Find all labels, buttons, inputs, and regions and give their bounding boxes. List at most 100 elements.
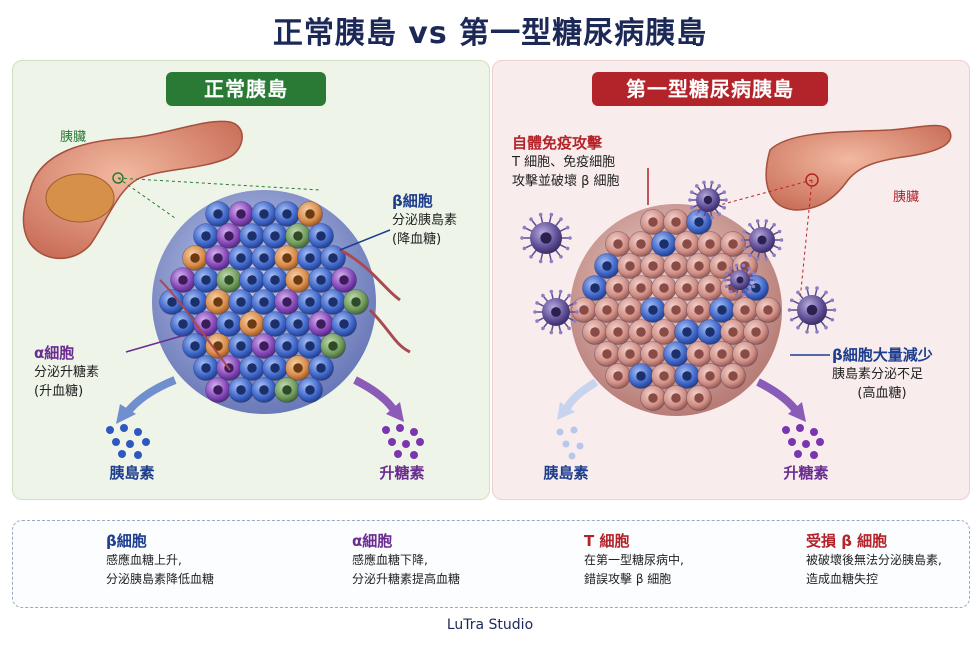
beta-cell <box>216 311 242 337</box>
damaged-beta-cell <box>732 341 758 367</box>
beta-cell <box>182 333 208 359</box>
damaged-beta-cell <box>628 275 654 301</box>
glucagon-particles-left <box>382 424 424 459</box>
beta-cell <box>663 341 689 367</box>
damaged-beta-cell <box>709 253 735 279</box>
alpha-cell <box>205 245 231 271</box>
t-cell <box>740 219 784 261</box>
insulin-particles-right <box>556 426 584 460</box>
damaged-beta-cell <box>628 319 654 345</box>
damaged-beta-cell <box>663 253 689 279</box>
damaged-beta-cell <box>617 341 643 367</box>
beta-cell <box>640 297 666 323</box>
beta-cell <box>628 363 654 389</box>
damaged-beta-cell <box>582 319 608 345</box>
beta-cell <box>251 377 277 403</box>
alpha-annotation-line2: (升血糖) <box>34 384 84 399</box>
damaged-beta-cell <box>686 297 712 323</box>
damaged-beta-cell <box>674 275 700 301</box>
t-cells-group <box>520 180 837 335</box>
beta-cell <box>709 297 735 323</box>
legend-item-beta: β細胞 感應血糖上升, 分泌胰島素降低血糖 <box>106 530 286 589</box>
beta-cell <box>297 377 323 403</box>
beta-annotation: β細胞 分泌胰島素 (降血糖) <box>392 190 482 249</box>
pancreas-label-right: 胰臟 <box>893 190 920 205</box>
glucagon-arrow <box>353 376 399 415</box>
delta-cell <box>239 311 265 337</box>
damaged-beta-cell <box>732 297 758 323</box>
beta-pointer-line <box>339 229 391 251</box>
damaged-beta-cell <box>686 253 712 279</box>
glucagon-arrow-right <box>756 378 801 415</box>
insulin-output-right: 胰島素 <box>543 464 589 482</box>
beta-cell <box>308 355 334 381</box>
delta-cell <box>285 355 311 381</box>
beta-cell <box>228 333 254 359</box>
beta-cell <box>193 355 219 381</box>
beta-cell <box>320 245 346 271</box>
damaged-beta-cell <box>594 341 620 367</box>
legend-tcell-line2: 錯誤攻擊 β 細胞 <box>584 572 672 586</box>
legend-beta-line2: 分泌胰島素降低血糖 <box>106 572 215 586</box>
alpha-cell <box>331 267 357 293</box>
damaged-beta-cell <box>674 231 700 257</box>
pp-cell <box>216 267 242 293</box>
alpha-annotation-line1: 分泌升糖素 <box>34 365 100 380</box>
damaged-beta-cell <box>628 231 654 257</box>
damaged-beta-cell <box>605 363 631 389</box>
legend-damaged-title: 受損 β 細胞 <box>806 532 888 550</box>
beta-cell <box>274 333 300 359</box>
damaged-beta-cell <box>617 253 643 279</box>
glucagon-output-right: 升糖素 <box>783 464 829 482</box>
legend-alpha-line2: 分泌升糖素提高血糖 <box>352 572 461 586</box>
beta-loss-annotation: β細胞大量減少 胰島素分泌不足 (高血糖) <box>832 344 962 403</box>
delta-cell <box>205 289 231 315</box>
insulin-particles-left <box>106 424 150 459</box>
alpha-annotation: α細胞 分泌升糖素 (升血糖) <box>34 342 134 401</box>
beta-annotation-title: β細胞 <box>392 192 433 210</box>
alpha-cell <box>228 201 254 227</box>
beta-cell <box>170 311 196 337</box>
alpha-cell <box>170 267 196 293</box>
beta-cell <box>239 267 265 293</box>
beta-cell <box>594 253 620 279</box>
alpha-cell <box>274 289 300 315</box>
beta-cell <box>674 319 700 345</box>
t-cell <box>520 212 572 264</box>
insulin-output-left: 胰島素 <box>109 464 155 482</box>
damaged-beta-cell <box>720 319 746 345</box>
beta-cell <box>159 289 185 315</box>
damaged-beta-cell <box>640 209 666 235</box>
credit-text: LuTra Studio <box>446 617 534 633</box>
beta-cell <box>582 275 608 301</box>
alpha-pointer-line <box>125 334 186 353</box>
damaged-beta-cell <box>640 385 666 411</box>
legend-box <box>12 520 970 608</box>
beta-cell <box>686 209 712 235</box>
beta-cell <box>228 289 254 315</box>
alpha-cell <box>216 223 242 249</box>
legend-alpha-title: α細胞 <box>352 532 393 550</box>
delta-cell <box>205 333 231 359</box>
normal-islet-sphere <box>152 190 411 414</box>
t-cell <box>723 263 757 297</box>
beta-cell <box>262 223 288 249</box>
alpha-annotation-title: α細胞 <box>34 344 75 362</box>
damaged-beta-cell <box>571 297 597 323</box>
damaged-beta-cell <box>617 297 643 323</box>
glucagon-output-left: 升糖素 <box>379 464 425 482</box>
beta-cell <box>331 311 357 337</box>
pp-cell <box>320 333 346 359</box>
beta-cell <box>297 333 323 359</box>
pp-cell <box>274 377 300 403</box>
beta-cell <box>251 201 277 227</box>
delta-cell <box>297 201 323 227</box>
damaged-beta-cell <box>697 363 723 389</box>
delta-cell <box>285 267 311 293</box>
damaged-beta-cell <box>663 385 689 411</box>
t-cell <box>688 180 728 220</box>
pp-cell <box>343 289 369 315</box>
beta-cell <box>308 267 334 293</box>
alpha-cell <box>193 311 219 337</box>
beta-cell <box>239 223 265 249</box>
